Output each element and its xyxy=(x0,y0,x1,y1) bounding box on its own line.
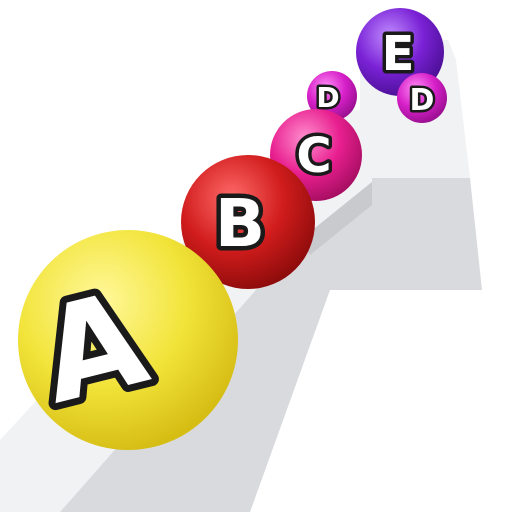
ball-d1-letter: D xyxy=(316,81,339,114)
ball-e-letter: E xyxy=(382,26,415,82)
ball-d2: D xyxy=(397,73,447,123)
track-corner-shadow xyxy=(300,182,372,255)
track-far-side xyxy=(360,178,482,290)
ball-b-letter: B xyxy=(215,185,265,262)
ball-a: A xyxy=(18,230,238,450)
ball-b: B xyxy=(181,155,315,289)
ball-c-letter: C xyxy=(296,128,331,184)
ball-d1: D xyxy=(307,71,357,121)
ball-d2-letter: D xyxy=(410,83,435,118)
